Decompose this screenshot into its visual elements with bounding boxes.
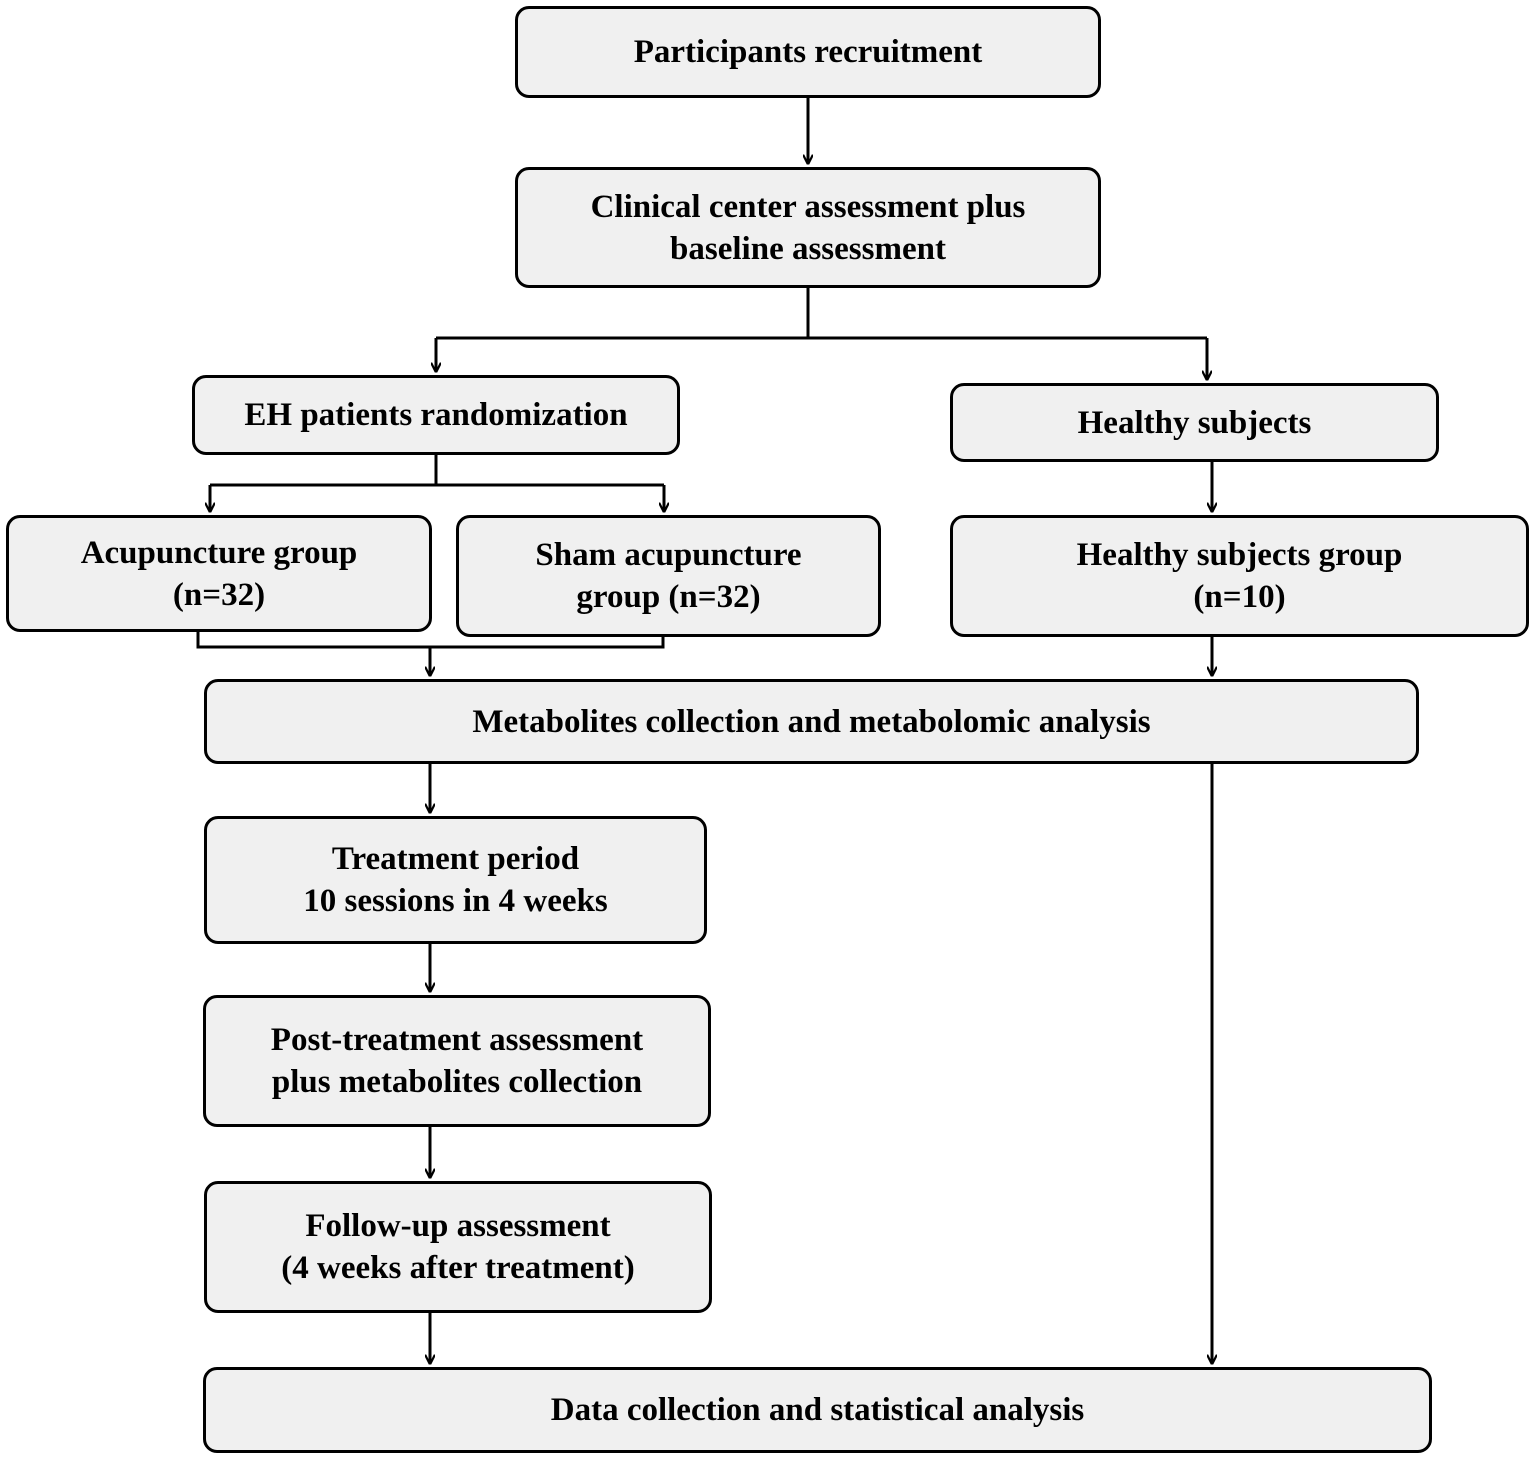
healthy-subjects-group-box: Healthy subjects group (n=10) — [950, 515, 1529, 637]
box-text-line: baseline assessment — [670, 230, 946, 267]
box-text-line: Data collection and statistical analysis — [550, 1392, 1085, 1428]
box-text-line: Participants recruitment — [633, 34, 983, 70]
sham-acupuncture-group-box: Sham acupuncture group (n=32) — [456, 515, 881, 637]
metabolites-analysis-box: Metabolites collection and metabolomic a… — [204, 679, 1419, 764]
box-text-line: 10 sessions in 4 weeks — [303, 883, 608, 919]
treatment-period-box: Treatment period 10 sessions in 4 weeks — [204, 816, 707, 944]
box-text-line: Healthy subjects — [1077, 404, 1312, 441]
participants-recruitment-box: Participants recruitment — [515, 6, 1101, 98]
healthy-subjects-box: Healthy subjects — [950, 383, 1439, 462]
box-text-line: EH patients randomization — [244, 397, 628, 433]
clinical-assessment-box: Clinical center assessment plus baseline… — [515, 167, 1101, 288]
box-text-line: Acupuncture group — [80, 534, 358, 571]
box-text-line: Clinical center assessment plus — [590, 188, 1026, 225]
box-text-line: (n=10) — [1193, 579, 1286, 615]
box-text-line: Sham acupuncture — [535, 537, 802, 573]
box-text-line: Post-treatment assessment — [270, 1022, 644, 1058]
box-text-line: Healthy subjects group — [1076, 537, 1403, 573]
branch-line-clinical — [436, 288, 1207, 340]
box-text-line: Treatment period — [331, 841, 580, 877]
acupuncture-group-box: Acupuncture group (n=32) — [6, 515, 432, 632]
branch-line-eh — [210, 455, 664, 487]
box-text-line: (n=32) — [172, 576, 266, 613]
box-text-line: plus metabolites collection — [271, 1064, 643, 1100]
box-text-line: Metabolites collection and metabolomic a… — [472, 703, 1151, 740]
box-text-line: group (n=32) — [576, 579, 761, 615]
eh-randomization-box: EH patients randomization — [192, 375, 680, 455]
box-text-line: (4 weeks after treatment) — [281, 1250, 635, 1286]
box-text-line: Follow-up assessment — [305, 1208, 611, 1244]
follow-up-assessment-box: Follow-up assessment (4 weeks after trea… — [204, 1181, 712, 1313]
post-treatment-assessment-box: Post-treatment assessment plus metabolit… — [203, 995, 711, 1127]
data-analysis-box: Data collection and statistical analysis — [203, 1367, 1432, 1453]
